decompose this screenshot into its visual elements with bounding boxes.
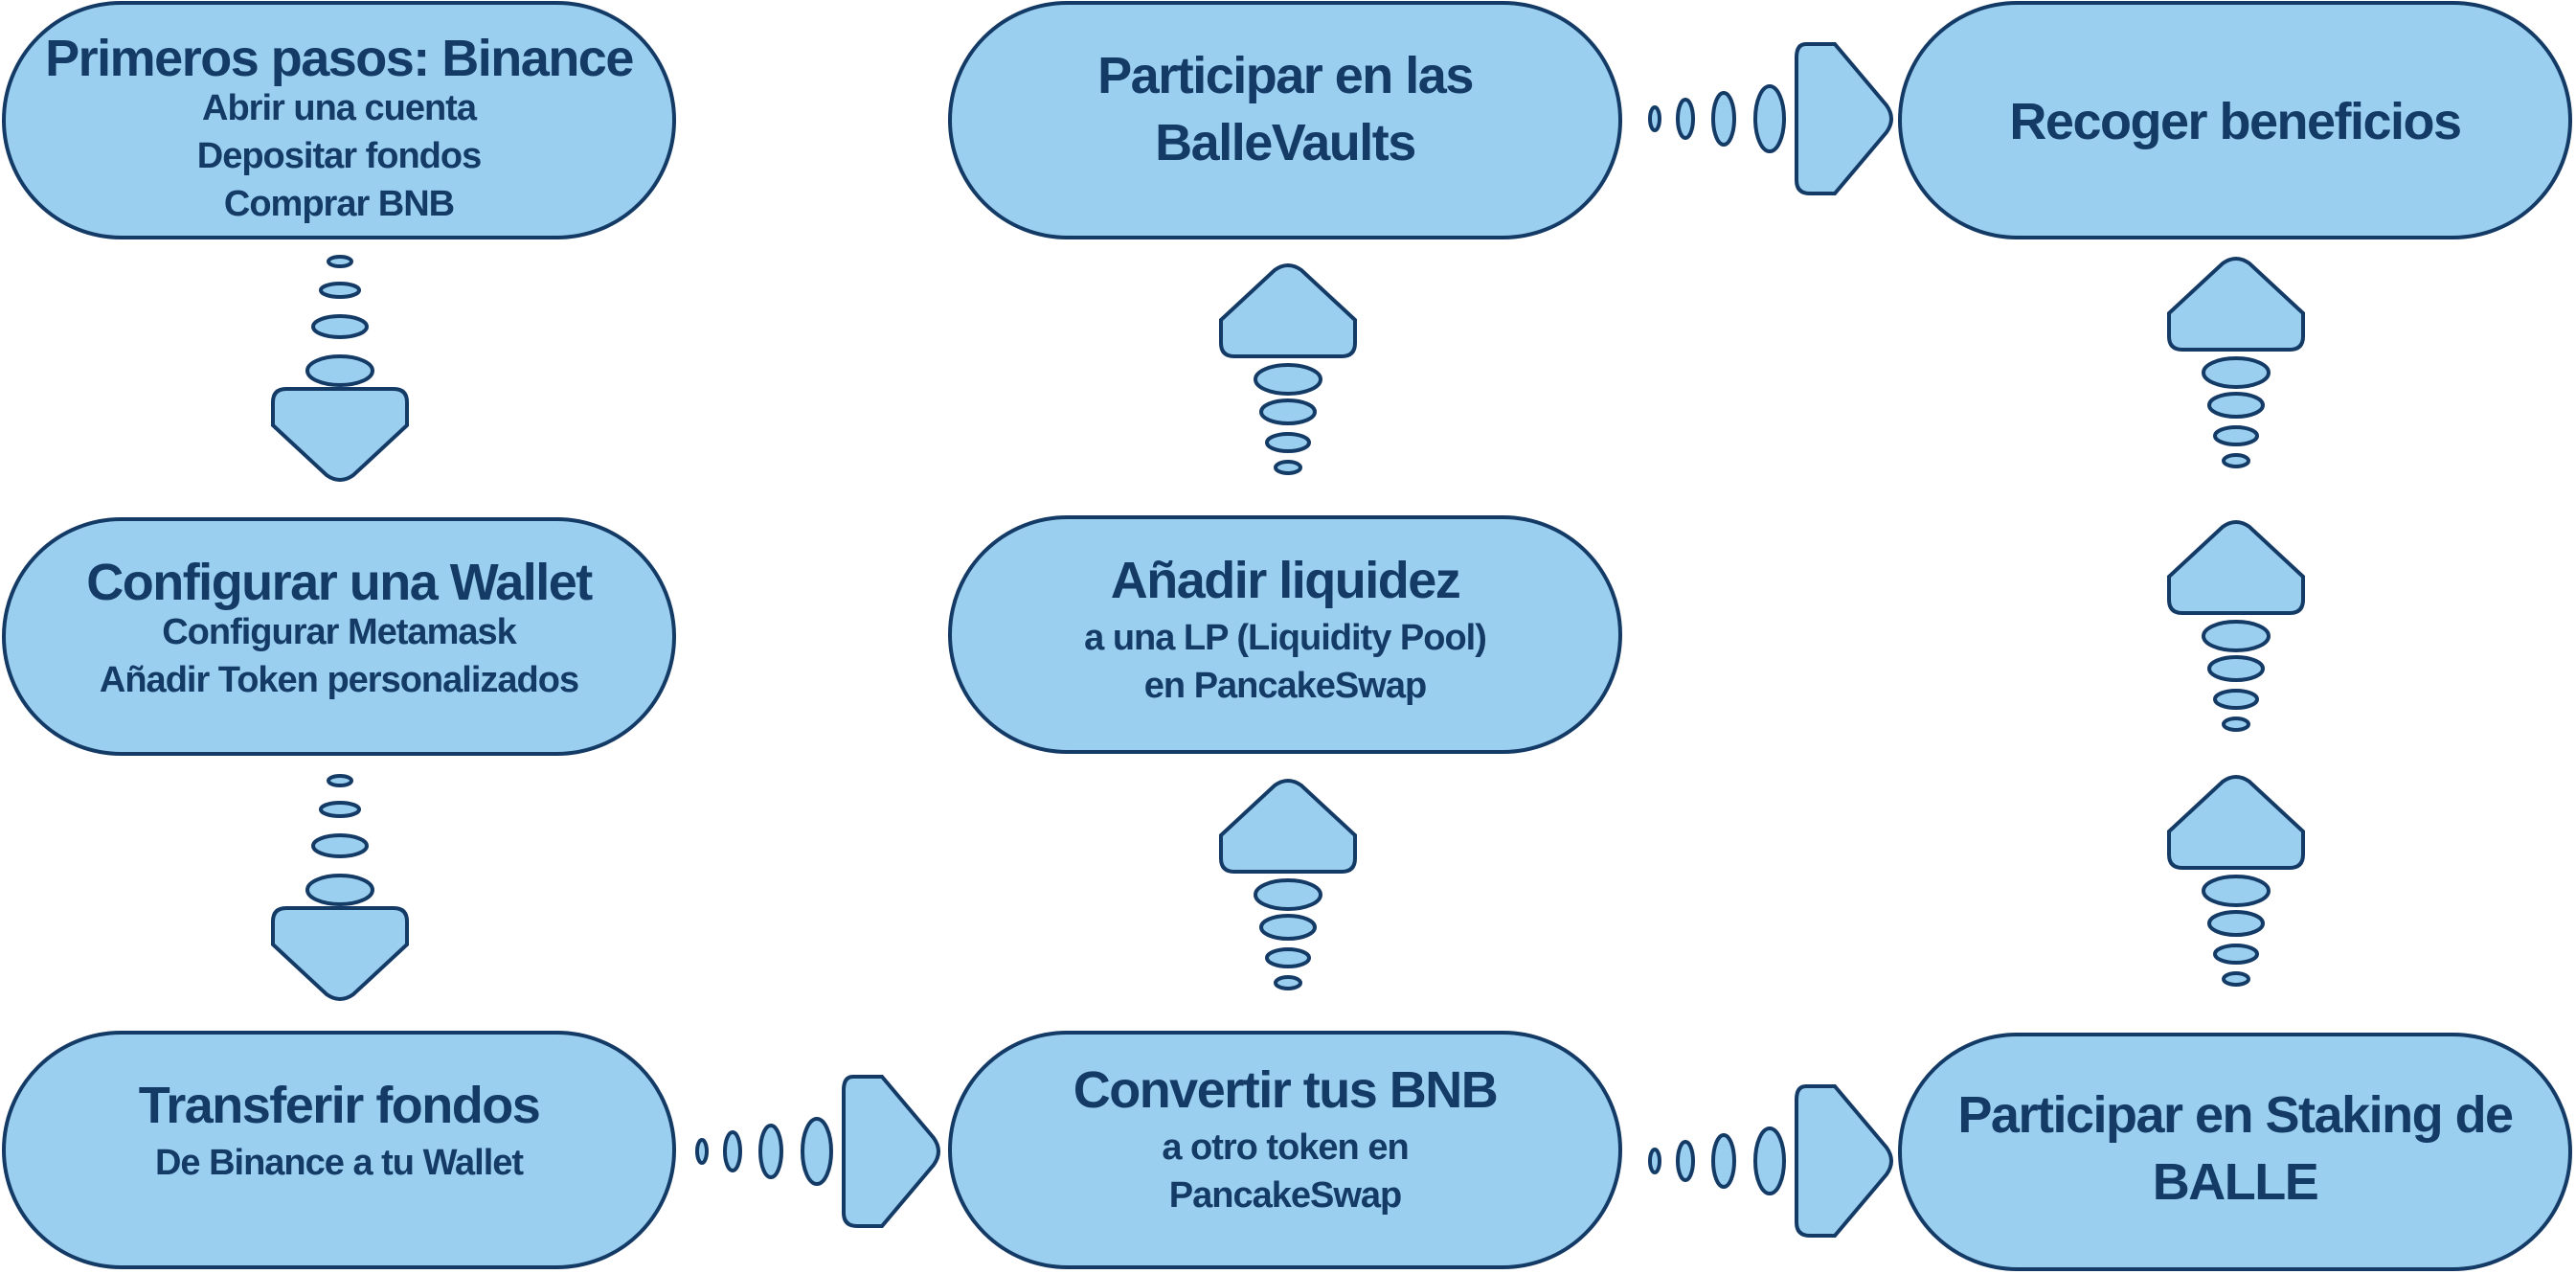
connector-dot — [2213, 689, 2259, 710]
connector-dot — [2213, 425, 2259, 446]
connector-dot — [327, 774, 353, 787]
connector-dot — [2222, 971, 2250, 987]
node-staking-title: Participar en Staking de — [1957, 1086, 2513, 1144]
node-liquidez-subtitle: a una LP (Liquidity Pool) — [1084, 618, 1486, 658]
node-binance-shape — [2, 1, 676, 239]
node-wallet-subtitle: Configurar Metamask — [162, 612, 517, 652]
node-vaults-title: BalleVaults — [1155, 114, 1415, 171]
node-wallet-title: Configurar una Wallet — [86, 554, 593, 611]
node-liquidez-subtitle: en PancakeSwap — [1144, 666, 1426, 706]
node-convertir-subtitle: PancakeSwap — [1169, 1175, 1401, 1216]
connector-liquidez-to-vaults — [1219, 263, 1357, 475]
arrow-up-icon — [2167, 257, 2305, 352]
connector-dot — [2202, 356, 2271, 389]
connector-dot — [311, 833, 369, 858]
connector-dot — [1648, 105, 1661, 132]
connector-dot — [1676, 1140, 1695, 1182]
connector-dot — [1753, 1126, 1786, 1195]
connector-dot — [2202, 620, 2271, 652]
connector-staking-to-recoger — [2167, 775, 2305, 987]
connector-binance-to-wallet — [271, 255, 409, 482]
node-liquidez-title: Añadir liquidez — [1111, 552, 1460, 609]
connector-dot — [1648, 1148, 1661, 1174]
connector-dot — [327, 255, 353, 268]
connector-dot — [2207, 392, 2265, 419]
connector-convertir-to-staking — [1648, 1084, 1893, 1238]
connector-dot — [305, 874, 374, 906]
connector-wallet-to-transferir — [271, 774, 409, 1001]
connector-dot — [2202, 875, 2271, 907]
connector-dot — [1259, 914, 1317, 941]
connector-dot — [723, 1130, 742, 1172]
connector-dot — [2207, 910, 2265, 937]
node-staking-shape — [1898, 1033, 2572, 1271]
connector-dot — [1254, 363, 1322, 396]
arrow-up-icon — [2167, 520, 2305, 615]
connector-dot — [1274, 975, 1302, 990]
connector-dot — [1711, 91, 1736, 147]
node-wallet-shape — [2, 517, 676, 756]
arrow-down-icon — [271, 387, 409, 482]
connector-dot — [319, 801, 361, 818]
node-transferir-title: Transferir fondos — [139, 1077, 540, 1134]
connector-dot — [758, 1124, 783, 1179]
arrow-up-icon — [2167, 775, 2305, 870]
connector-convertir-to-liquidez — [1219, 779, 1357, 990]
connector-dot — [801, 1117, 833, 1186]
node-transferir-subtitle: De Binance a tu Wallet — [155, 1143, 524, 1183]
node-vaults-title: Participar en las — [1097, 47, 1473, 104]
node-recoger-shape — [1898, 1, 2572, 239]
connector-dot — [1265, 947, 1311, 968]
connector-dot — [1711, 1133, 1736, 1189]
node-convertir-title: Convertir tus BNB — [1073, 1061, 1498, 1119]
connector-dot — [1265, 432, 1311, 453]
connector-vaults-to-recoger — [1648, 42, 1893, 195]
connector-transferir-to-convertir — [695, 1075, 940, 1228]
arrow-down-icon — [271, 906, 409, 1001]
connector-staking-to-recoger — [2167, 520, 2305, 732]
node-vaults-shape — [948, 1, 1622, 239]
node-staking: Participar en Staking de BALLE — [1898, 1033, 2572, 1271]
node-liquidez: Añadir liquidez a una LP (Liquidity Pool)… — [948, 515, 1622, 754]
connector-dot — [2213, 944, 2259, 965]
connector-dot — [1259, 398, 1317, 425]
node-recoger-title: Recoger beneficios — [2009, 93, 2460, 150]
node-binance-subtitle: Depositar fondos — [197, 136, 481, 176]
connector-dot — [695, 1138, 709, 1165]
node-transferir-shape — [2, 1031, 676, 1269]
connector-dot — [319, 282, 361, 299]
connector-dot — [2222, 453, 2250, 468]
arrow-right-icon — [1795, 42, 1893, 195]
connector-dot — [1254, 878, 1322, 911]
arrow-right-icon — [842, 1075, 940, 1228]
node-convertir: Convertir tus BNB a otro token en PancakeS… — [948, 1031, 1622, 1269]
node-recoger: Recoger beneficios — [1898, 1, 2572, 239]
node-liquidez-shape — [948, 515, 1622, 754]
connector-dot — [1753, 84, 1786, 153]
connector-dot — [1274, 460, 1302, 475]
connector-dot — [1676, 98, 1695, 140]
node-binance-subtitle: Abrir una cuenta — [202, 88, 478, 128]
connectors-layer — [271, 42, 2305, 1238]
arrow-up-icon — [1219, 263, 1357, 358]
arrow-right-icon — [1795, 1084, 1893, 1238]
node-convertir-shape — [948, 1031, 1622, 1269]
connector-dot — [305, 354, 374, 387]
node-binance-subtitle: Comprar BNB — [224, 184, 454, 224]
connector-staking-to-recoger — [2167, 257, 2305, 468]
connector-dot — [2207, 655, 2265, 682]
node-staking-title: BALLE — [2153, 1153, 2317, 1211]
node-transferir: Transferir fondos De Binance a tu Wallet — [2, 1031, 676, 1269]
node-convertir-subtitle: a otro token en — [1162, 1127, 1408, 1168]
arrow-up-icon — [1219, 779, 1357, 874]
node-wallet-subtitle: Añadir Token personalizados — [100, 660, 578, 700]
node-binance-title: Primeros pasos: Binance — [45, 30, 633, 87]
connector-dot — [311, 314, 369, 339]
connector-dot — [2222, 717, 2250, 732]
